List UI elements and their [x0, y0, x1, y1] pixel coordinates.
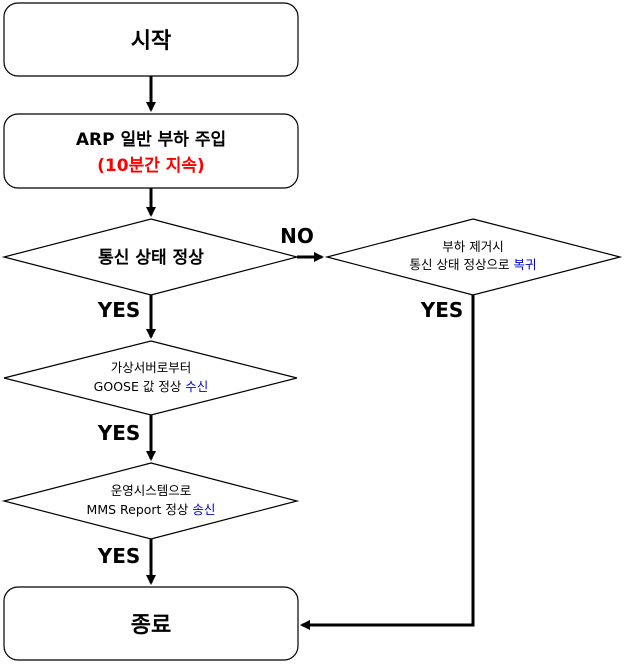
mms-decision: 운영시스템으로 MMS Report 정상 송신 — [1, 462, 300, 540]
start-label: 시작 — [131, 29, 171, 54]
edge-label-recovery-yes: YES — [420, 298, 464, 322]
mms-highlight: 송신 — [192, 502, 215, 517]
mms-line2: MMS Report 정상 송신 — [87, 502, 216, 517]
comm-check-label: 통신 상태 정상 — [98, 248, 204, 268]
end-label: 종료 — [131, 613, 171, 638]
arrow-recovery-to-end — [300, 295, 475, 630]
edge-label-no: NO — [280, 224, 314, 248]
arp-load-node: ARP 일반 부하 주입 (10분간 지속) — [3, 113, 299, 189]
recovery-highlight: 복귀 — [513, 257, 536, 272]
recovery-line2: 통신 상태 정상으로 복귀 — [410, 257, 537, 272]
goose-line2: GOOSE 값 정상 수신 — [94, 379, 209, 394]
goose-decision: 가상서버로부터 GOOSE 값 정상 수신 — [3, 340, 298, 416]
goose-highlight: 수신 — [185, 379, 208, 394]
comm-check-decision: 통신 상태 정상 — [1, 218, 300, 296]
recovery-line1: 부하 제거시 — [442, 239, 503, 254]
mms-line1: 운영시스템으로 — [111, 483, 192, 498]
recovery-line2-text: 통신 상태 정상으로 — [410, 257, 514, 272]
arp-load-title: ARP 일반 부하 주입 — [76, 130, 226, 150]
goose-line2-text: GOOSE 값 정상 — [94, 379, 186, 394]
goose-line1: 가상서버로부터 — [111, 360, 192, 375]
edge-label-comm-yes: YES — [97, 298, 141, 322]
arp-load-duration: (10분간 지속) — [97, 156, 205, 176]
mms-line2-text: MMS Report 정상 — [87, 502, 193, 517]
edge-label-mms-yes: YES — [97, 544, 141, 568]
recovery-decision: 부하 제거시 통신 상태 정상으로 복귀 — [324, 218, 623, 296]
edge-label-goose-yes: YES — [97, 421, 141, 445]
start-node: 시작 — [3, 2, 299, 77]
end-node: 종료 — [3, 586, 299, 661]
